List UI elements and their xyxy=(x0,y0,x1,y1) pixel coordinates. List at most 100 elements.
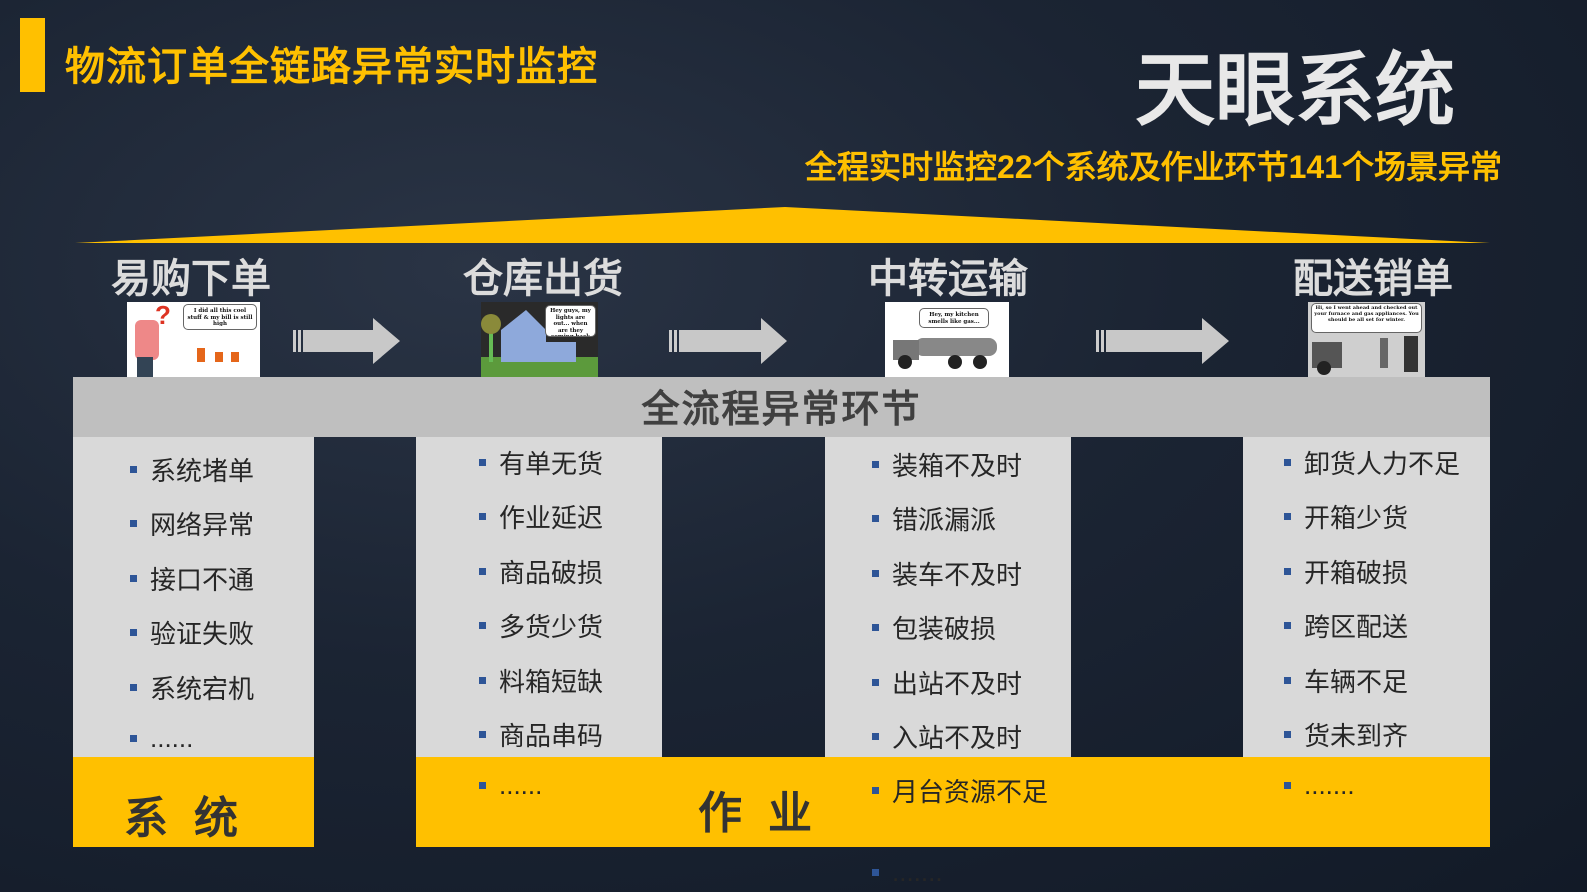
bullet-icon xyxy=(1284,731,1291,738)
list-item-label: 装车不及时 xyxy=(892,559,1023,590)
bullet-icon xyxy=(872,624,879,632)
list-item-label: 开箱破损 xyxy=(1304,557,1409,588)
category-system: 系统 xyxy=(124,794,264,843)
stage-delivery: 配送销单 xyxy=(1293,257,1453,301)
list-item: 有单无货 xyxy=(479,444,603,481)
bullet-icon xyxy=(872,569,879,577)
bullet-icon xyxy=(1284,459,1291,466)
list-item-label: 错派漏派 xyxy=(892,505,997,536)
speech-bubble: Hey guys, my lights are out... when are … xyxy=(545,305,596,337)
list-item: 商品串码 xyxy=(479,716,603,753)
list-item-label: 有单无货 xyxy=(499,449,604,479)
list-item-label: 料箱短缺 xyxy=(499,666,604,697)
bullet-icon xyxy=(130,629,137,637)
bullet-icon xyxy=(479,513,486,521)
list-item: 系统宕机 xyxy=(130,669,254,706)
list-item: 出站不及时 xyxy=(872,664,1022,701)
list-item-label: 验证失败 xyxy=(150,619,255,650)
list-item-label: 开箱少货 xyxy=(1304,503,1409,534)
list-item-label: 网络异常 xyxy=(150,510,255,541)
arrow-right-icon xyxy=(1096,318,1229,364)
bullet-icon xyxy=(130,520,137,528)
woman-energy-bill-cartoon: ? I did all this cool stuff & my bill is… xyxy=(127,302,260,377)
list-item-label: 车辆不足 xyxy=(1304,666,1409,697)
column-panel xyxy=(825,437,1071,757)
list-item: ....... xyxy=(872,857,943,888)
list-item: 验证失败 xyxy=(130,614,254,651)
brand-title: 天眼系统 xyxy=(1135,46,1455,135)
column-panel xyxy=(1243,437,1490,757)
list-item: ...... xyxy=(479,770,542,801)
tanker-truck-cartoon: Hey, my kitchen smells like gas... xyxy=(885,302,1009,377)
bullet-icon xyxy=(1284,567,1291,575)
bullet-icon xyxy=(479,676,486,684)
list-item: 接口不通 xyxy=(130,560,254,597)
list-item-label: 多货少货 xyxy=(499,612,604,643)
bullet-icon xyxy=(872,787,879,795)
list-item: 装车不及时 xyxy=(872,555,1022,592)
system-category-band xyxy=(73,757,314,847)
roof-triangle xyxy=(75,207,1490,243)
list-item: 卸货人力不足 xyxy=(1284,444,1460,481)
list-item: 开箱破损 xyxy=(1284,553,1408,590)
list-item: 包装破损 xyxy=(872,609,996,646)
list-item-label: 包装破损 xyxy=(892,614,997,645)
stage-order: 易购下单 xyxy=(111,257,271,301)
list-item-label: 卸货人力不足 xyxy=(1304,449,1461,479)
list-item-label: 接口不通 xyxy=(150,564,255,595)
bullet-icon xyxy=(130,735,137,742)
bullet-icon xyxy=(872,868,879,876)
stage-warehouse: 仓库出货 xyxy=(463,257,623,301)
list-item-label: 装箱不及时 xyxy=(892,451,1023,481)
list-item: 车辆不足 xyxy=(1284,662,1408,699)
list-item: 错派漏派 xyxy=(872,500,996,537)
arrow-right-icon xyxy=(293,318,400,364)
page-title: 物流订单全链路异常实时监控 xyxy=(65,45,598,89)
bullet-icon xyxy=(1284,782,1291,790)
bullet-icon xyxy=(479,622,486,630)
list-item-label: 作业延迟 xyxy=(499,503,604,534)
list-item: 入站不及时 xyxy=(872,718,1022,755)
bullet-icon xyxy=(872,733,879,740)
list-item: 网络异常 xyxy=(130,505,254,542)
list-item-label: 入站不及时 xyxy=(892,723,1023,753)
bullet-icon xyxy=(1284,622,1291,630)
list-item: 跨区配送 xyxy=(1284,607,1408,644)
list-item: 月台资源不足 xyxy=(872,772,1048,809)
list-item-label: 商品串码 xyxy=(499,721,604,751)
arrow-right-icon xyxy=(669,318,787,364)
list-item: 料箱短缺 xyxy=(479,662,603,699)
list-item: 多货少货 xyxy=(479,607,603,644)
list-item-label: 商品破损 xyxy=(499,557,604,588)
list-item: ...... xyxy=(130,723,193,754)
bullet-icon xyxy=(872,515,879,523)
bullet-icon xyxy=(130,466,137,473)
list-item-label: ....... xyxy=(892,856,943,887)
list-item-label: ...... xyxy=(499,770,543,801)
list-item-label: ....... xyxy=(1304,770,1355,801)
list-item: 作业延迟 xyxy=(479,498,603,535)
list-item-label: 系统堵单 xyxy=(150,456,255,486)
speech-bubble: Hi, so I went ahead and checked out your… xyxy=(1311,303,1422,333)
list-item: 装箱不及时 xyxy=(872,446,1022,483)
list-item-label: 系统宕机 xyxy=(150,673,255,704)
speech-bubble: I did all this cool stuff & my bill is s… xyxy=(183,304,257,330)
bullet-icon xyxy=(872,461,879,468)
list-item: ....... xyxy=(1284,770,1355,801)
bullet-icon xyxy=(1284,676,1291,684)
subtitle: 全程实时监控22个系统及作业环节141个场景异常 xyxy=(805,149,1502,185)
operation-category-band xyxy=(416,757,1490,847)
list-item-label: 月台资源不足 xyxy=(892,777,1049,808)
speech-bubble: Hey, my kitchen smells like gas... xyxy=(919,308,989,328)
list-item: 货未到齐 xyxy=(1284,716,1408,753)
list-item: 商品破损 xyxy=(479,553,603,590)
bullet-icon xyxy=(479,731,486,738)
house-lights-out-cartoon: Hey guys, my lights are out... when are … xyxy=(481,302,598,377)
bullet-icon xyxy=(479,567,486,575)
section-title: 全流程异常环节 xyxy=(73,377,1490,437)
bullet-icon xyxy=(130,574,137,582)
bullet-icon xyxy=(479,782,486,790)
list-item-label: 出站不及时 xyxy=(892,668,1023,699)
category-operation: 作业 xyxy=(698,789,838,838)
